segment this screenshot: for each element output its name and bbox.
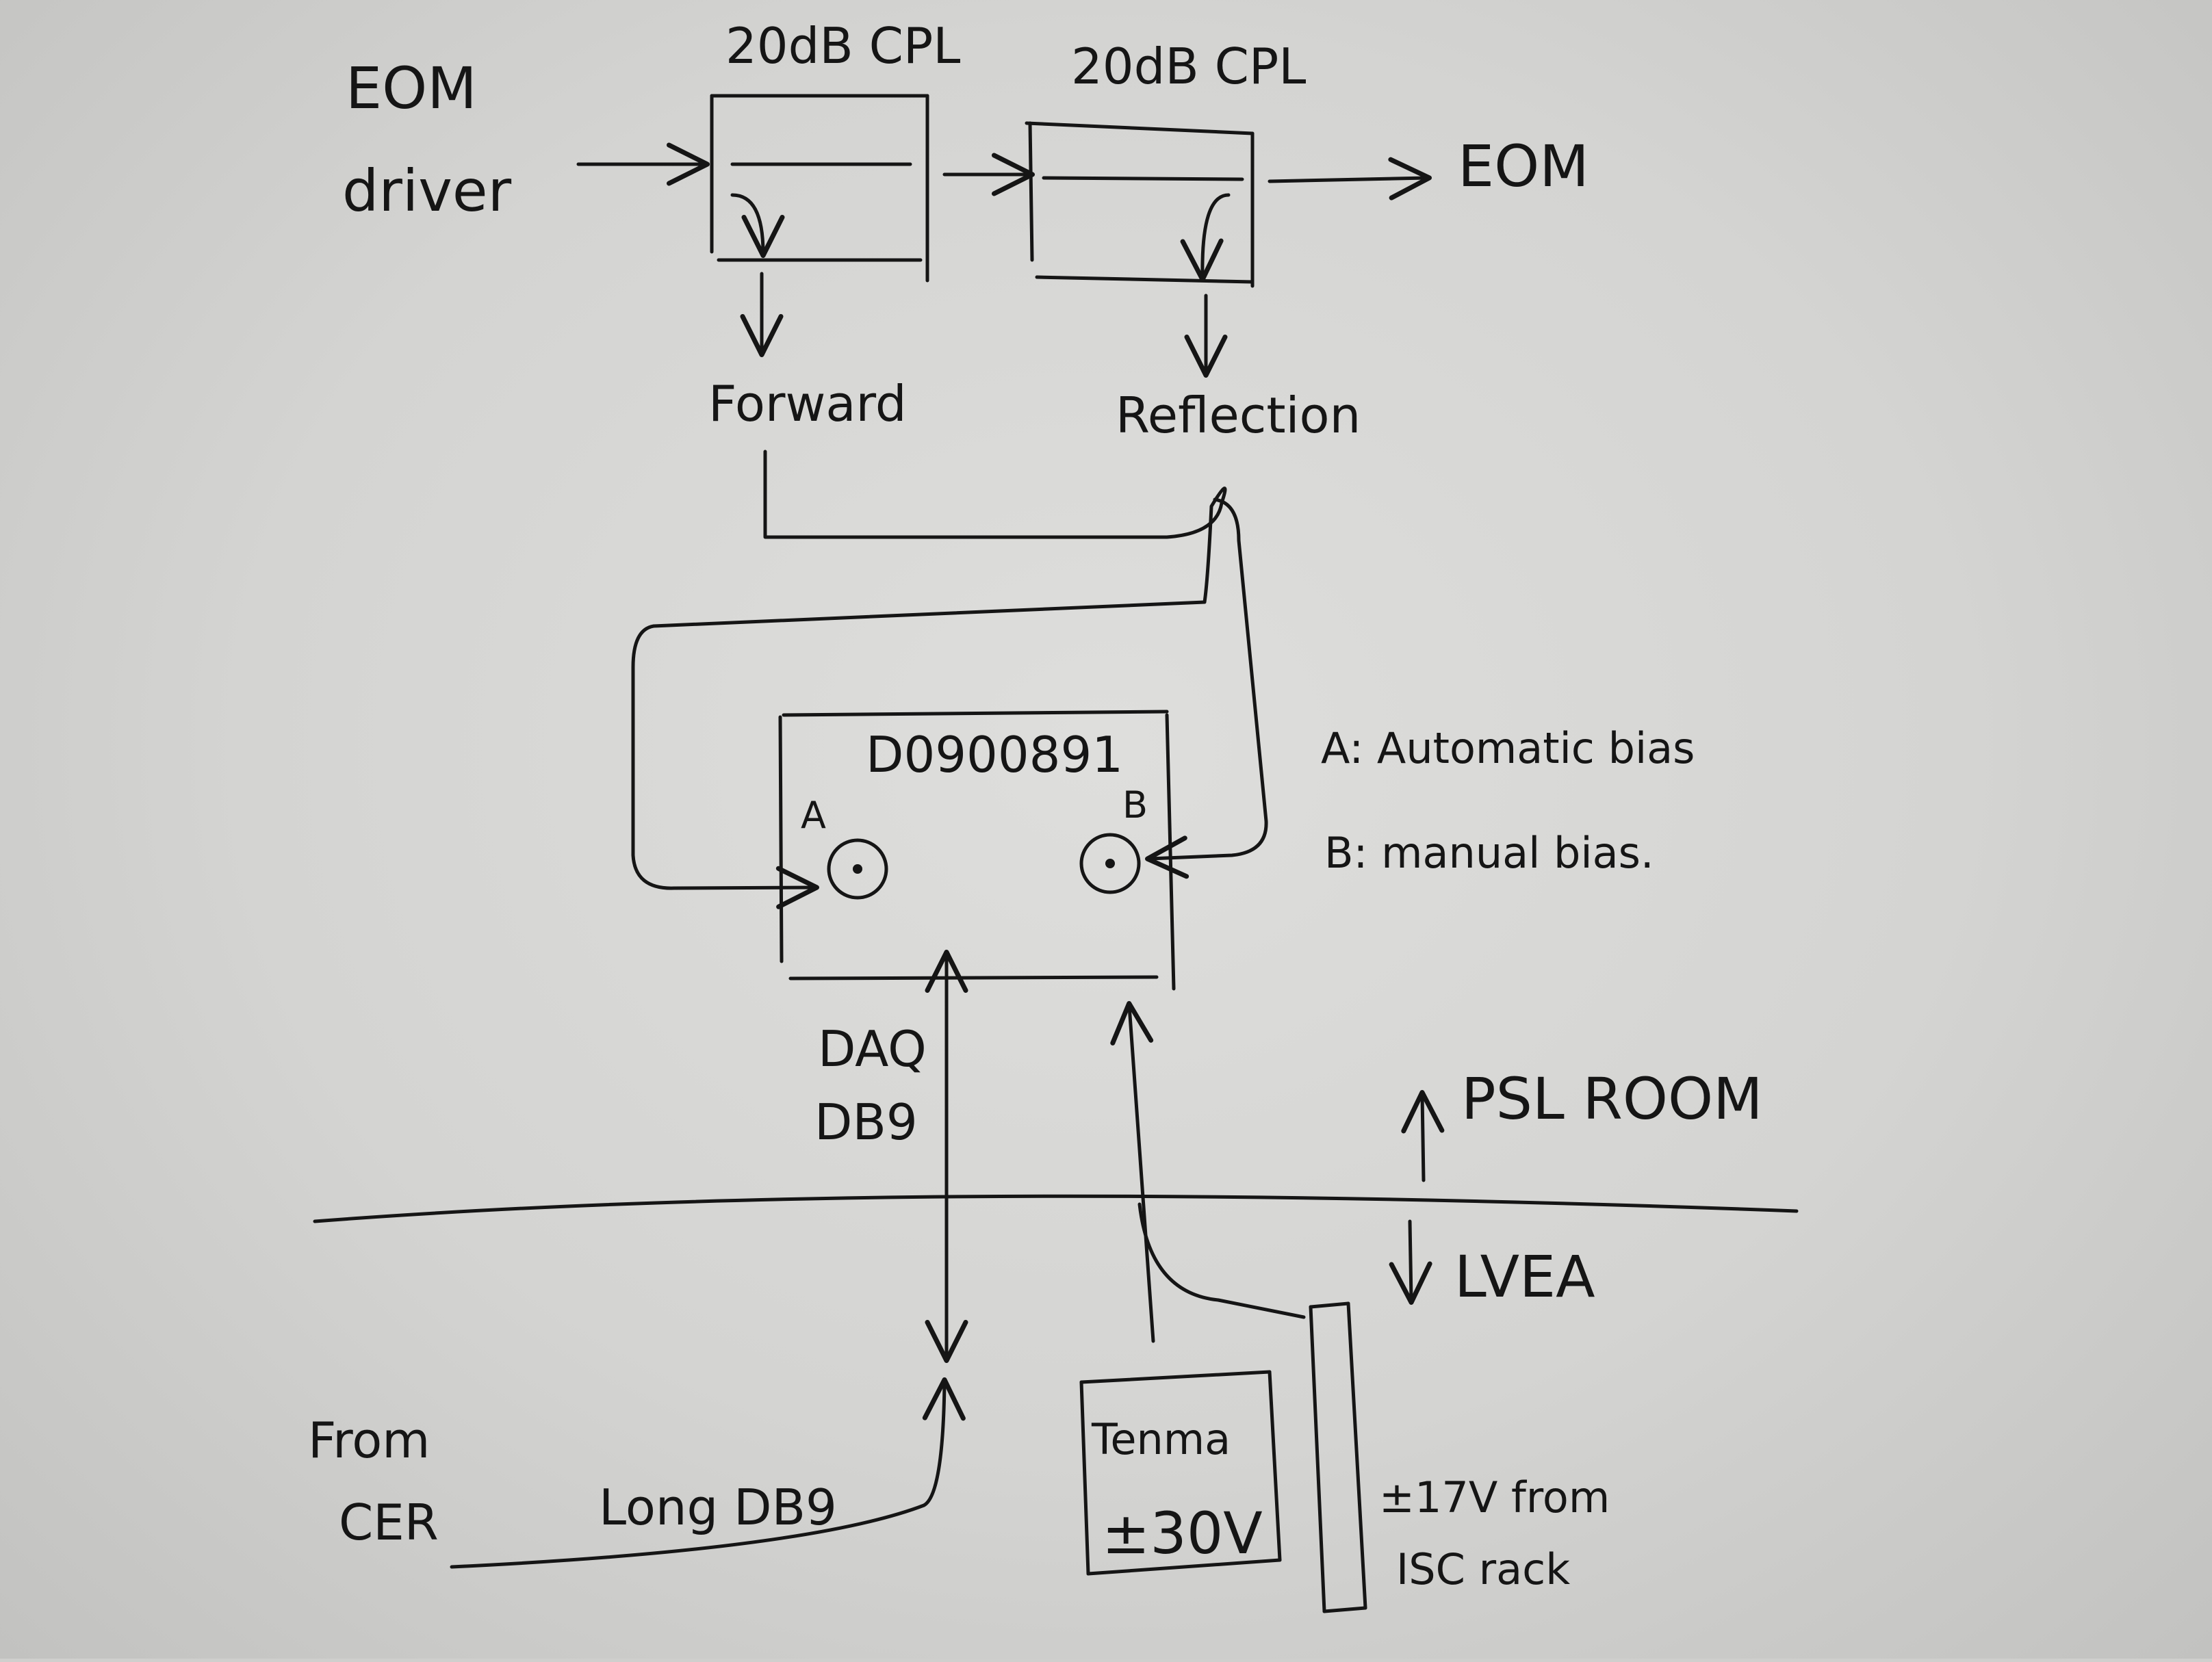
rack-feed-line: [1137, 1202, 1306, 1319]
tenma-label: Tenma: [1091, 1414, 1231, 1464]
tenma-voltage-label: ±30V: [1102, 1500, 1263, 1567]
cer-label: CER: [339, 1494, 439, 1551]
eom-driver-label-line1: EOM: [346, 55, 477, 122]
unit-id-label: D0900891: [866, 726, 1123, 783]
lvea-arrow: [1389, 1219, 1432, 1305]
legend-port-b: B: manual bias.: [1324, 828, 1654, 878]
coupler1-label: 20dB CPL: [725, 17, 960, 75]
long-db9-cable: [450, 1377, 966, 1569]
coupler2-to-eom-arrow: [1268, 157, 1432, 200]
port-b-label: B: [1122, 783, 1148, 827]
forward-label: Forward: [708, 375, 907, 432]
forward-cable: [631, 450, 1227, 909]
coupler2-box: [1025, 121, 1255, 288]
psl-room-label: PSL ROOM: [1461, 1065, 1763, 1132]
from-label: From: [308, 1412, 430, 1469]
reflection-label: Reflection: [1116, 387, 1361, 444]
room-boundary-line: [313, 1194, 1799, 1223]
daq-label: DAQ: [818, 1020, 927, 1078]
eom-output-label: EOM: [1458, 133, 1589, 200]
reflection-cable: [1145, 497, 1268, 879]
db9-label: DB9: [814, 1093, 918, 1151]
rack-supply-label-line2: ISC rack: [1396, 1544, 1570, 1594]
tenma-supply-box: [1079, 1370, 1282, 1576]
eom-driver-label-line2: driver: [342, 157, 512, 224]
rack-supply-label-line1: ±17V from: [1379, 1472, 1610, 1522]
long-db9-label: Long DB9: [599, 1479, 837, 1536]
lvea-label: LVEA: [1454, 1243, 1595, 1310]
legend-port-a: A: Automatic bias: [1321, 723, 1695, 773]
psl-room-arrow: [1401, 1090, 1445, 1182]
port-a-label: A: [801, 794, 826, 837]
d0900891-unit: [778, 710, 1176, 991]
port-b-connector: [1079, 833, 1141, 894]
port-a-connector: [827, 838, 888, 900]
power-feed-line: [1110, 1001, 1155, 1343]
coupler2-label: 20dB CPL: [1071, 38, 1306, 95]
isc-rack-strip: [1309, 1301, 1367, 1613]
coupler1-box: [710, 94, 929, 283]
